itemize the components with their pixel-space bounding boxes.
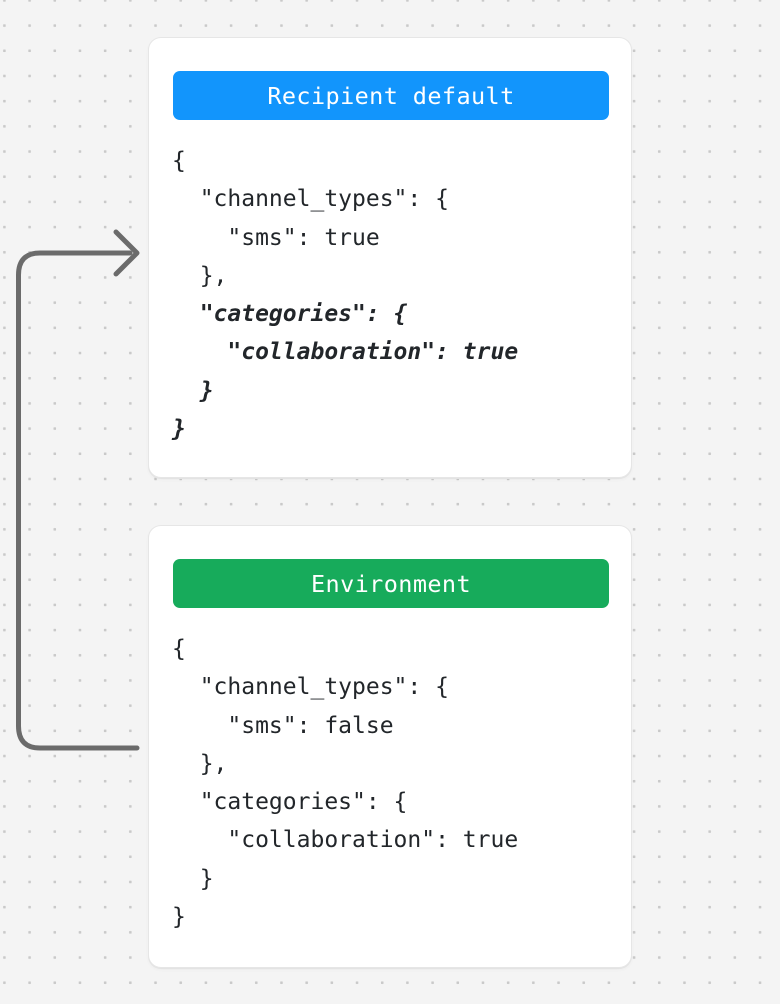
code-line: "channel_types": { bbox=[172, 674, 449, 701]
code-line: "collaboration": true bbox=[172, 339, 519, 366]
code-line: }, bbox=[172, 262, 228, 289]
code-line: } bbox=[172, 416, 186, 443]
code-line: "collaboration": true bbox=[172, 827, 519, 854]
code-line: { bbox=[172, 636, 186, 662]
code-line: "categories": { bbox=[172, 301, 408, 328]
code-line: } bbox=[172, 377, 214, 404]
card-header-environment: Environment bbox=[173, 559, 609, 608]
code-block-recipient-default: { "channel_types": { "sms": true }, "cat… bbox=[172, 142, 612, 448]
flow-arrow-path bbox=[16, 250, 140, 751]
code-line: "sms": false bbox=[172, 712, 394, 739]
card-header-recipient-default: Recipient default bbox=[173, 71, 609, 120]
flow-arrow-head-icon bbox=[113, 229, 140, 277]
code-line: "categories": { bbox=[172, 789, 408, 816]
code-line: }, bbox=[172, 750, 228, 777]
code-block-environment: { "channel_types": { "sms": false }, "ca… bbox=[172, 630, 612, 936]
card-recipient-default[interactable]: Recipient default { "channel_types": { "… bbox=[148, 37, 632, 478]
code-line: { bbox=[172, 148, 186, 174]
code-line: } bbox=[172, 865, 214, 892]
code-line: } bbox=[172, 904, 186, 931]
code-line: "channel_types": { bbox=[172, 186, 449, 213]
card-environment[interactable]: Environment { "channel_types": { "sms": … bbox=[148, 525, 632, 968]
code-line: "sms": true bbox=[172, 224, 380, 251]
